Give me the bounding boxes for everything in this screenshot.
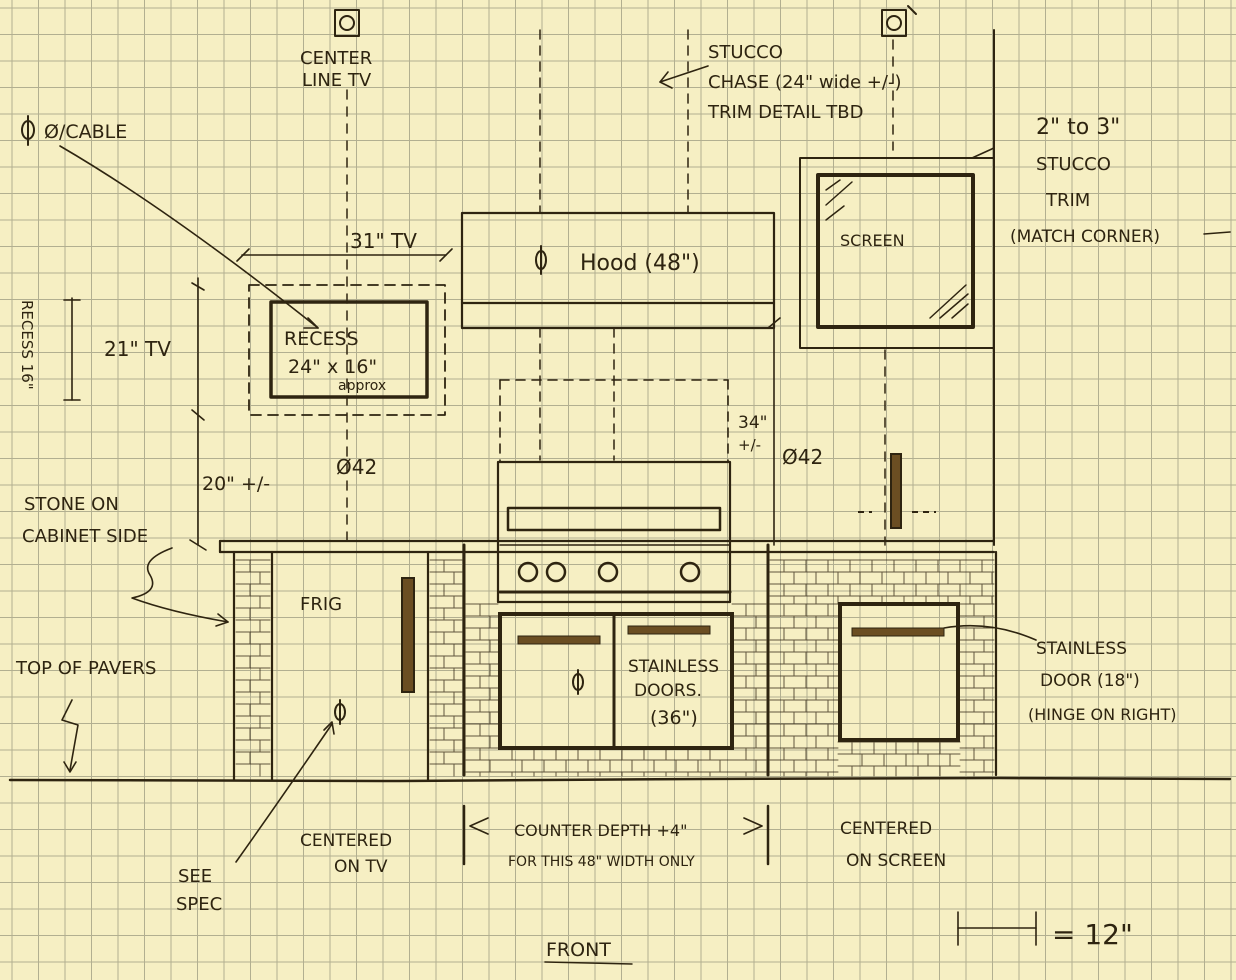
label-counter-1: COUNTER DEPTH +4"	[514, 821, 687, 840]
label-door18-3: (HINGE ON RIGHT)	[1028, 705, 1176, 724]
label-door18-1: STAINLESS	[1036, 639, 1127, 659]
fridge-handle	[401, 577, 415, 693]
label-stucco-1: STUCCO	[708, 42, 783, 63]
grill	[496, 460, 732, 604]
label-dim-34b: +/-	[738, 436, 761, 454]
label-stone-1: STONE ON	[24, 494, 119, 515]
label-counter-2: FOR THIS 48" WIDTH ONLY	[508, 854, 695, 870]
label-trim-3: TRIM	[1045, 190, 1090, 211]
label-centered-tv-2: ON TV	[334, 857, 388, 877]
label-scale: = 12"	[1052, 918, 1133, 951]
label-top-pavers: TOP OF PAVERS	[15, 658, 156, 679]
hood-outline	[460, 211, 776, 461]
dimension-lines	[63, 248, 1037, 946]
label-tv-width: 31" TV	[350, 229, 417, 253]
label-outlet-2: Ø42	[782, 445, 823, 469]
stainless-door-18	[838, 602, 960, 742]
wall-fixture-right	[858, 453, 936, 529]
label-stucco-3: TRIM DETAIL TBD	[707, 102, 863, 123]
leader-arrows	[59, 65, 1231, 965]
label-see-spec-2: SPEC	[176, 894, 222, 915]
label-trim-4: (MATCH CORNER)	[1010, 227, 1160, 247]
ceiling-fixture-right	[881, 5, 917, 37]
label-recess-2: 24" x 16"	[288, 356, 377, 378]
label-trim-2: STUCCO	[1036, 154, 1111, 175]
label-outlet-1: Ø42	[336, 455, 377, 479]
label-door18-2: DOOR (18")	[1040, 671, 1140, 691]
counter-outline	[8, 539, 1232, 783]
label-centered-tv-1: CENTERED	[300, 831, 392, 851]
label-dim-34: 34"	[738, 413, 767, 433]
label-stucco-2: CHASE (24" wide +/-)	[708, 72, 901, 93]
label-center-line-1: CENTER	[300, 48, 372, 69]
label-see-spec-1: SEE	[178, 866, 212, 887]
tv-outline	[248, 284, 446, 416]
label-doors-3: (36")	[650, 707, 698, 729]
ceiling-fixture-left	[334, 9, 360, 37]
label-centered-screen-1: CENTERED	[840, 819, 932, 839]
label-frig: FRIG	[300, 594, 342, 615]
label-trim-1: 2" to 3"	[1036, 115, 1120, 140]
label-recess-3: approx	[338, 378, 386, 394]
label-stone-2: CABINET SIDE	[22, 526, 148, 547]
annotation-labels: CENTER LINE TV Ø/CABLE STUCCO CHASE (24"…	[15, 42, 1176, 961]
label-recess-1: RECESS	[284, 328, 359, 350]
label-screen: SCREEN	[840, 231, 905, 250]
label-front: FRONT	[546, 939, 611, 961]
label-hood: Hood (48")	[580, 251, 700, 276]
center-lines	[346, 39, 894, 546]
label-center-line-2: LINE TV	[302, 70, 372, 91]
label-tv-height: 21" TV	[104, 337, 171, 361]
outlet-symbols	[21, 115, 584, 725]
stainless-doors-36	[498, 612, 734, 750]
screen-outline	[799, 157, 995, 349]
label-cable: Ø/CABLE	[44, 121, 127, 143]
label-recess-side: RECESS 16"	[18, 300, 36, 390]
label-dim-20: 20" +/-	[202, 473, 270, 495]
grill-clearance	[499, 379, 729, 463]
label-doors-2: DOORS.	[634, 681, 702, 701]
stone-texture	[235, 559, 995, 777]
label-doors-1: STAINLESS	[628, 657, 719, 677]
label-centered-screen-2: ON SCREEN	[846, 851, 946, 871]
